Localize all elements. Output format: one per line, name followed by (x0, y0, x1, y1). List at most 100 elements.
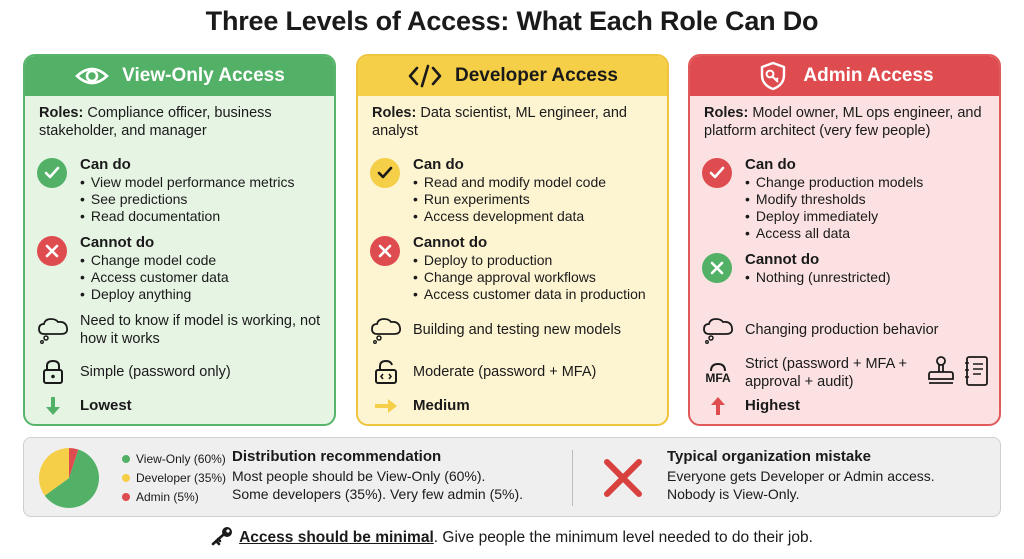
can-do-section: Can do Change production models Modify t… (702, 156, 997, 242)
card-title: Developer Access (454, 65, 618, 86)
pie-slice-1 (38, 448, 69, 496)
legend-item: Developer (35%) (122, 469, 226, 488)
roles-text: Roles: Model owner, ML ops engineer, and… (704, 105, 982, 139)
list-item: Nothing (unrestricted) (745, 269, 997, 286)
auth-row: Moderate (password + MFA) (370, 358, 665, 386)
can-do-title: Can do (80, 156, 131, 173)
list-item: Modify thresholds (745, 191, 997, 208)
can-do-title: Can do (745, 156, 796, 173)
risk-level: Medium (413, 397, 470, 414)
card-title: View-Only Access (122, 65, 285, 86)
x-icon (702, 253, 732, 283)
key-icon (211, 526, 233, 551)
list-item: Deploy to production (413, 252, 665, 269)
x-icon (37, 236, 67, 266)
list-item: Change approval workflows (413, 269, 665, 286)
summary-panel: View-Only (60%) Developer (35%) Admin (5… (23, 437, 1001, 517)
big-x-icon (602, 457, 644, 504)
cannot-do-title: Cannot do (745, 251, 820, 268)
purpose-text: Need to know if model is working, not ho… (80, 313, 321, 347)
footer-note: Access should be minimal. Give people th… (0, 526, 1024, 551)
unlocked-code-icon (370, 359, 402, 385)
legend-item: View-Only (60%) (122, 450, 226, 469)
distribution-line: Some developers (35%). Very few admin (5… (232, 486, 524, 502)
list-item: Access all data (745, 225, 997, 242)
can-do-section: Can do Read and modify model code Run ex… (370, 156, 665, 225)
admin-card: Admin Access Roles: Model owner, ML ops … (688, 54, 1001, 426)
purpose-row: Changing production behavior (702, 312, 997, 348)
card-title: Admin Access (803, 65, 934, 86)
list-item: Change production models (745, 174, 997, 191)
cannot-do-title: Cannot do (413, 234, 488, 251)
purpose-text: Changing production behavior (745, 322, 939, 338)
auth-row: Simple (password only) (37, 358, 332, 386)
thought-bubble-icon (702, 316, 734, 344)
mfa-icon: MFA (702, 362, 734, 384)
can-do-section: Can do View model performance metrics Se… (37, 156, 332, 225)
list-item: Read and modify model code (413, 174, 665, 191)
legend-item: Admin (5%) (122, 488, 226, 507)
mistake-text: Typical organization mistake Everyone ge… (667, 448, 935, 504)
check-icon (37, 158, 67, 188)
distribution-text: Distribution recommendation Most people … (232, 448, 523, 504)
risk-row: Medium (370, 394, 665, 418)
list-item: Read documentation (80, 208, 332, 225)
card-header: View-Only Access (25, 56, 334, 96)
mistake-heading: Typical organization mistake (667, 448, 871, 465)
lock-icon (37, 359, 69, 385)
roles-text: Roles: Data scientist, ML engineer, and … (372, 105, 627, 139)
arrow-down-icon (37, 395, 69, 417)
list-item: Access development data (413, 208, 665, 225)
mistake-line: Nobody is View-Only. (667, 486, 800, 502)
card-header: Developer Access (358, 56, 667, 96)
risk-level: Highest (745, 397, 801, 414)
purpose-text: Building and testing new models (413, 322, 621, 338)
divider (572, 450, 573, 506)
auth-text: Strict (password + MFA + approval + audi… (745, 356, 907, 390)
code-icon (407, 62, 443, 90)
distribution-heading: Distribution recommendation (232, 448, 442, 465)
purpose-row: Need to know if model is working, not ho… (37, 312, 332, 348)
x-icon (370, 236, 400, 266)
risk-row: Lowest (37, 394, 332, 418)
risk-row: Highest (702, 394, 997, 418)
thought-bubble-icon (37, 316, 69, 344)
pie-slice-2 (69, 448, 79, 478)
footer-text: . Give people the minimum level needed t… (433, 529, 813, 546)
stamp-icon (926, 355, 956, 392)
cannot-do-section: Cannot do Nothing (unrestricted) (702, 251, 997, 286)
footer-emphasis: Access should be minimal (239, 529, 434, 546)
check-icon (370, 158, 400, 188)
pie-slice-0 (44, 449, 99, 508)
list-item: Access customer data (80, 269, 332, 286)
eye-icon (74, 62, 110, 90)
list-item: Access customer data in production (413, 286, 665, 303)
distribution-pie-chart (38, 448, 99, 508)
auth-text: Moderate (password + MFA) (413, 364, 597, 380)
list-item: Deploy anything (80, 286, 332, 303)
list-item: Run experiments (413, 191, 665, 208)
purpose-row: Building and testing new models (370, 312, 665, 348)
pie-legend: View-Only (60%) Developer (35%) Admin (5… (122, 450, 226, 507)
risk-level: Lowest (80, 397, 132, 414)
list-item: See predictions (80, 191, 332, 208)
thought-bubble-icon (370, 316, 402, 344)
list-item: Change model code (80, 252, 332, 269)
audit-log-icon (962, 355, 990, 392)
view-only-card: View-Only Access Roles: Compliance offic… (23, 54, 336, 426)
distribution-line: Most people should be View-Only (60%). (232, 467, 486, 484)
check-icon (702, 158, 732, 188)
auth-text: Simple (password only) (80, 364, 231, 380)
list-item: View model performance metrics (80, 174, 332, 191)
arrow-up-icon (702, 395, 734, 417)
card-header: Admin Access (690, 56, 999, 96)
cannot-do-title: Cannot do (80, 234, 155, 251)
shield-key-icon (755, 61, 791, 91)
cannot-do-section: Cannot do Change model code Access custo… (37, 234, 332, 303)
can-do-title: Can do (413, 156, 464, 173)
auth-row: MFA Strict (password + MFA + approval + … (702, 354, 997, 392)
page-title: Three Levels of Access: What Each Role C… (205, 6, 819, 36)
developer-card: Developer Access Roles: Data scientist, … (356, 54, 669, 426)
roles-text: Roles: Compliance officer, business stak… (39, 105, 272, 139)
list-item: Deploy immediately (745, 208, 997, 225)
